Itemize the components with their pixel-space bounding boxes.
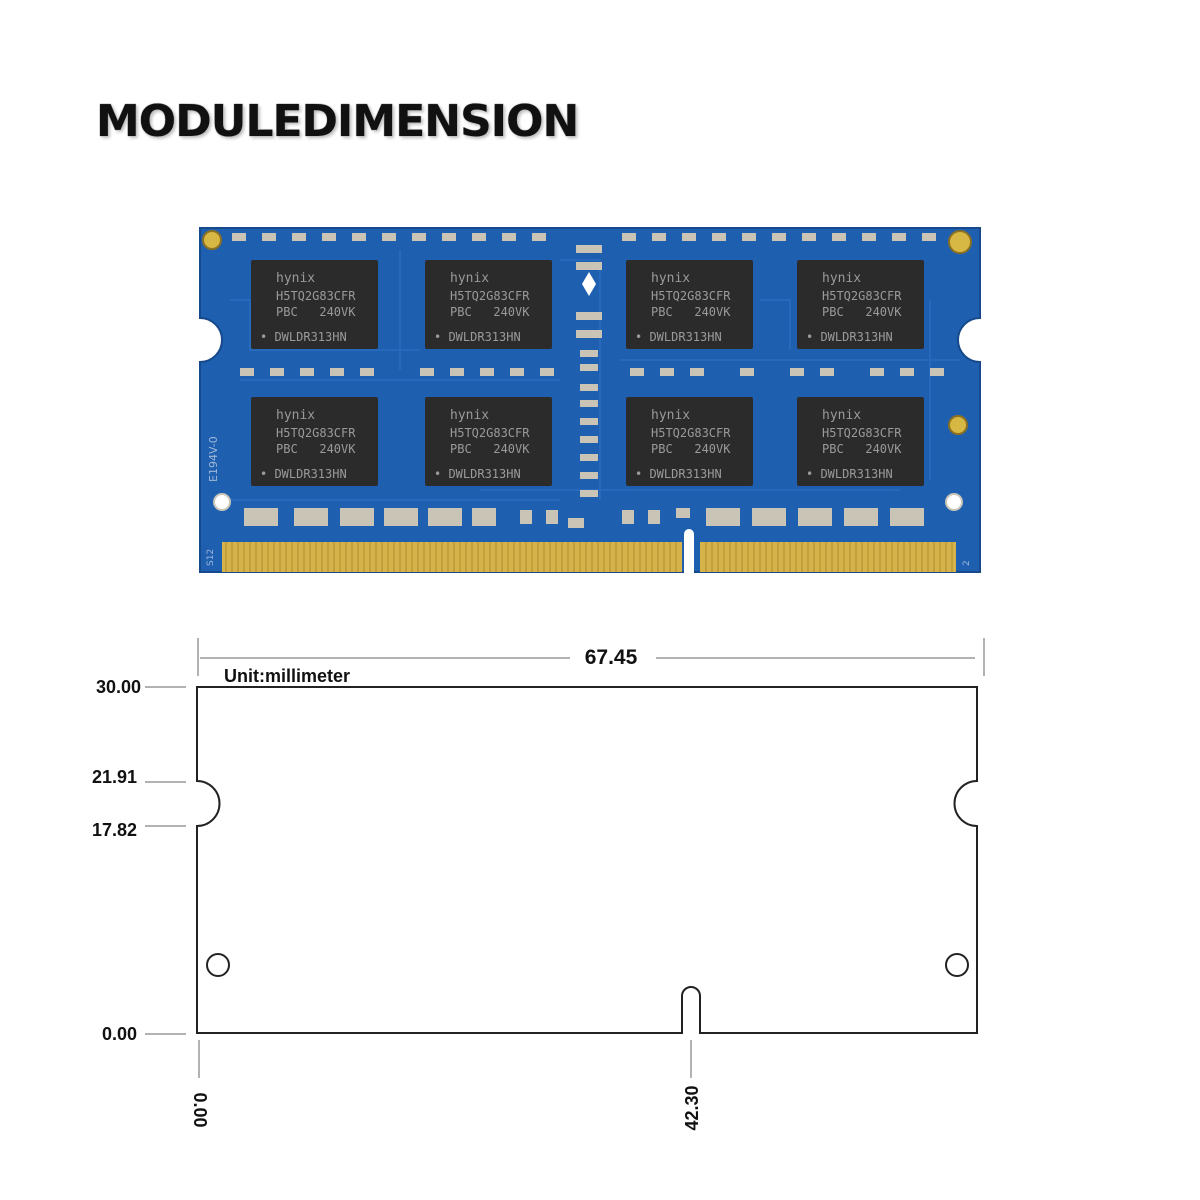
svg-text:• DWLDR313HN: • DWLDR313HN — [635, 467, 722, 481]
svg-text:PBC 240VK: PBC 240VK — [276, 305, 356, 319]
svg-text:• DWLDR313HN: • DWLDR313HN — [260, 467, 347, 481]
memory-chip: hynix H5TQ2G83CFR PBC 240VK • DWLDR313HN — [626, 260, 753, 349]
svg-text:• DWLDR313HN: • DWLDR313HN — [260, 330, 347, 344]
svg-text:• DWLDR313HN: • DWLDR313HN — [434, 467, 521, 481]
svg-text:hynix: hynix — [651, 408, 690, 423]
y-label-notch-top: 21.91 — [92, 767, 137, 787]
gold-contacts-left — [222, 542, 682, 572]
page-title: MODULEDIMENSION — [96, 96, 579, 147]
svg-text:H5TQ2G83CFR: H5TQ2G83CFR — [450, 289, 530, 303]
component-row-bottom — [244, 508, 924, 528]
svg-text:PBC 240VK: PBC 240VK — [822, 442, 902, 456]
svg-text:H5TQ2G83CFR: H5TQ2G83CFR — [651, 426, 731, 440]
gold-contacts-right — [700, 542, 956, 572]
memory-chip: hynix H5TQ2G83CFR PBC 240VK • DWLDR313HN — [797, 260, 924, 349]
module-outline — [196, 686, 978, 1034]
y-label-top: 30.00 — [96, 677, 141, 697]
y-label-bottom: 0.00 — [102, 1024, 137, 1044]
svg-text:PBC 240VK: PBC 240VK — [822, 305, 902, 319]
svg-text:PBC 240VK: PBC 240VK — [651, 305, 731, 319]
memory-chip: hynix H5TQ2G83CFR PBC 240VK • DWLDR313HN — [251, 260, 378, 349]
mount-hole-right — [945, 493, 963, 511]
mount-pad-top-left — [202, 230, 222, 250]
svg-text:hynix: hynix — [822, 408, 861, 423]
svg-text:• DWLDR313HN: • DWLDR313HN — [434, 330, 521, 344]
mounting-hole-right — [945, 953, 969, 977]
svg-text:• DWLDR313HN: • DWLDR313HN — [635, 330, 722, 344]
pin-label-right: 2 — [962, 560, 972, 566]
svg-text:PBC 240VK: PBC 240VK — [276, 442, 356, 456]
component-row-top — [232, 233, 936, 241]
svg-text:• DWLDR313HN: • DWLDR313HN — [806, 330, 893, 344]
memory-chip: hynix H5TQ2G83CFR PBC 240VK • DWLDR313HN — [425, 397, 552, 486]
svg-text:H5TQ2G83CFR: H5TQ2G83CFR — [276, 289, 356, 303]
svg-text:H5TQ2G83CFR: H5TQ2G83CFR — [651, 289, 731, 303]
unit-label: Unit:millimeter — [224, 666, 350, 686]
x-label-notch: 42.30 — [682, 1085, 702, 1130]
memory-chips: hynix H5TQ2G83CFR PBC 240VK • DWLDR313HN… — [251, 260, 924, 486]
x-label-origin: 0.00 — [190, 1092, 210, 1127]
module-photo: hynix H5TQ2G83CFR PBC 240VK • DWLDR313HN… — [199, 227, 981, 574]
svg-text:hynix: hynix — [276, 271, 315, 286]
dimension-drawing: 67.45 Unit:millimeter 30.00 21.91 17.82 … — [92, 638, 985, 1131]
svg-text:hynix: hynix — [822, 271, 861, 286]
y-label-notch-bottom: 17.82 — [92, 820, 137, 840]
svg-text:H5TQ2G83CFR: H5TQ2G83CFR — [276, 426, 356, 440]
svg-text:H5TQ2G83CFR: H5TQ2G83CFR — [450, 426, 530, 440]
contact-separators — [225, 542, 953, 572]
key-notch — [684, 529, 694, 574]
svg-text:hynix: hynix — [450, 271, 489, 286]
pin-label-left: S12 — [206, 549, 216, 566]
memory-chip: hynix H5TQ2G83CFR PBC 240VK • DWLDR313HN — [797, 397, 924, 486]
mount-hole-left — [213, 493, 231, 511]
mount-pad-right — [948, 415, 968, 435]
width-label: 67.45 — [585, 646, 638, 669]
svg-text:PBC 240VK: PBC 240VK — [450, 305, 530, 319]
svg-text:PBC 240VK: PBC 240VK — [651, 442, 731, 456]
side-marking: E194V-0 — [207, 436, 220, 482]
center-logo-icon — [582, 272, 596, 296]
svg-text:H5TQ2G83CFR: H5TQ2G83CFR — [822, 289, 902, 303]
svg-text:hynix: hynix — [276, 408, 315, 423]
memory-chip: hynix H5TQ2G83CFR PBC 240VK • DWLDR313HN — [251, 397, 378, 486]
svg-text:H5TQ2G83CFR: H5TQ2G83CFR — [822, 426, 902, 440]
svg-text:• DWLDR313HN: • DWLDR313HN — [806, 467, 893, 481]
component-row-middle — [240, 368, 944, 376]
memory-chip: hynix H5TQ2G83CFR PBC 240VK • DWLDR313HN — [425, 260, 552, 349]
mounting-hole-left — [206, 953, 230, 977]
memory-chip: hynix H5TQ2G83CFR PBC 240VK • DWLDR313HN — [626, 397, 753, 486]
svg-text:hynix: hynix — [651, 271, 690, 286]
mount-pad-top-right — [948, 230, 972, 254]
svg-text:PBC 240VK: PBC 240VK — [450, 442, 530, 456]
component-column-center — [576, 245, 602, 497]
pcb-traces — [230, 250, 960, 501]
svg-text:hynix: hynix — [450, 408, 489, 423]
